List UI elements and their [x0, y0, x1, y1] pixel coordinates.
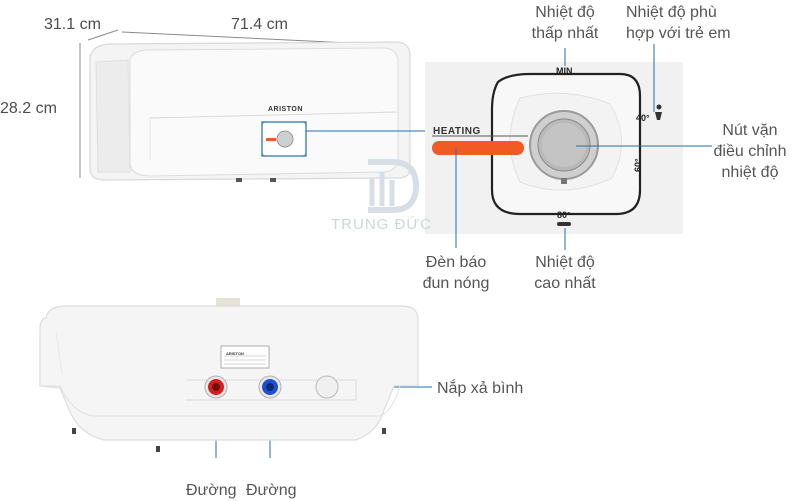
watermark-text: TRUNG ĐỨC	[331, 216, 432, 233]
depth-label: 31.1 cm	[44, 16, 101, 33]
min-mark: MIN	[556, 66, 573, 76]
callout-knob: Nút vặn điều chỉnh nhiệt độ	[713, 122, 787, 181]
height-label: 28.2 cm	[0, 100, 57, 117]
callout-heating-light: Đèn báo đun nóng	[422, 254, 490, 292]
callout-lines	[215, 44, 712, 458]
mark-60: 60°	[633, 158, 643, 172]
heater-bottom-view	[39, 298, 419, 452]
mark-40: 40°	[636, 113, 650, 123]
brand-logo-text: ARISTON	[268, 106, 303, 113]
mark-80: 80°	[557, 210, 571, 220]
callout-cold-pipe: Đường	[246, 482, 297, 499]
callout-child-temp: Nhiệt độ phù hợp với trẻ em	[626, 4, 731, 42]
width-label: 71.4 cm	[231, 16, 288, 33]
watermark-logo	[368, 159, 420, 213]
callout-hot-pipe: Đường	[186, 482, 237, 499]
heating-text: HEATING	[433, 126, 481, 137]
sticker-brand-text: ARISTON	[226, 351, 244, 356]
callout-min-temp: Nhiệt độ thấp nhất	[531, 4, 599, 42]
control-panel-closeup	[425, 48, 683, 234]
callout-max-temp: Nhiệt độ cao nhất	[534, 254, 596, 292]
callout-drain-cap: Nắp xả bình	[437, 380, 524, 397]
